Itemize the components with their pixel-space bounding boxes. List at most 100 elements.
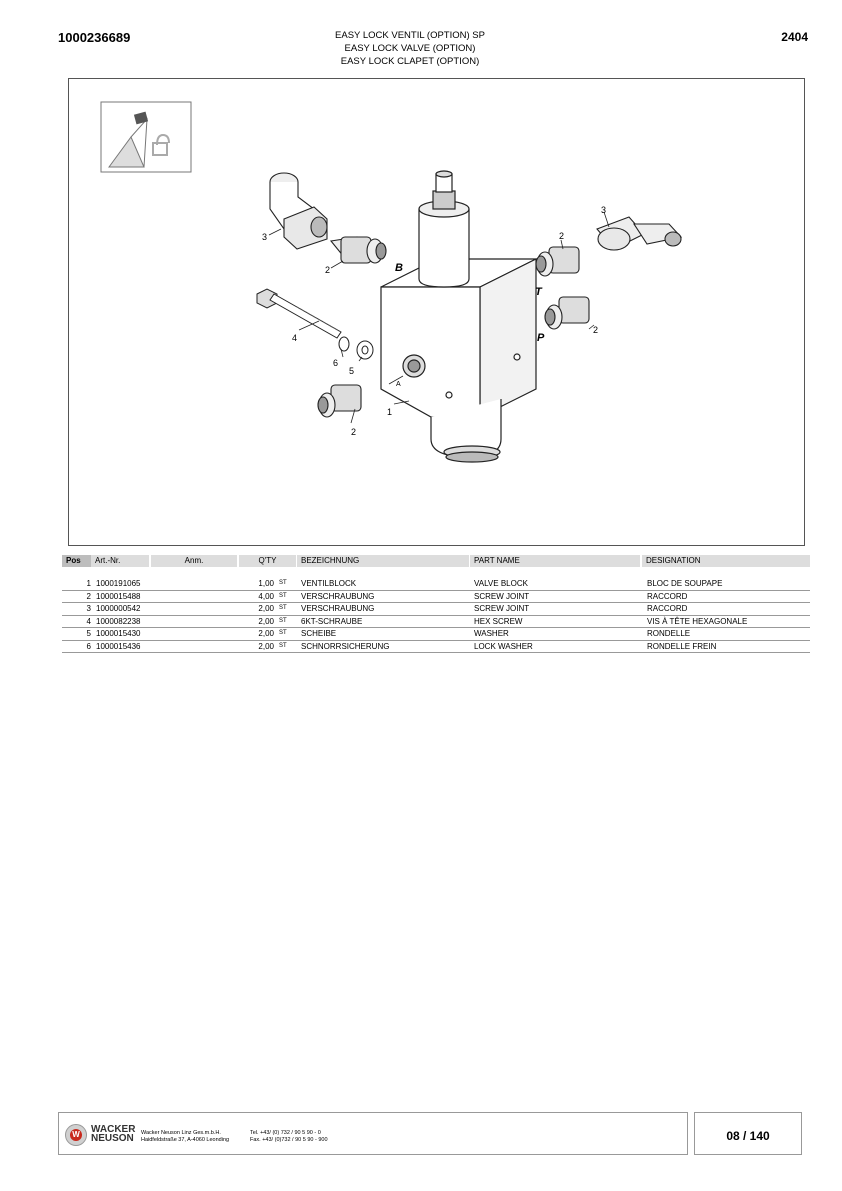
wacker-neuson-logo-icon: W <box>65 1124 87 1146</box>
lock-washer <box>338 336 350 352</box>
diagram-canvas: 3 2 2 3 2 2 4 6 5 1 B T P A <box>100 101 683 463</box>
machine-thumbnail <box>100 101 192 173</box>
screw-joint-right-top <box>535 246 580 277</box>
title-english: EASY LOCK VALVE (OPTION) <box>344 43 476 54</box>
callout-6: 6 <box>333 358 338 368</box>
page-title: EASY LOCK VENTIL (OPTION) SP EASY LOCK V… <box>240 29 580 68</box>
table-row: 2 1000015488 4,00 ST VERSCHRAUBUNG SCREW… <box>62 591 810 603</box>
company-street: Haidfeldstraße 37, A-4060 Leonding <box>141 1137 230 1143</box>
title-german: EASY LOCK VENTIL (OPTION) SP <box>335 30 485 41</box>
table-row: 1 1000191065 1,00 ST VENTILBLOCK VALVE B… <box>62 578 810 591</box>
cell-qty: 1,00 <box>258 579 274 588</box>
exploded-view-diagram: 3 2 2 3 2 2 4 6 5 1 B T P A <box>68 78 805 546</box>
brand-name: WACKER NEUSON <box>91 1124 136 1144</box>
cell-qty: 2,00 <box>258 616 274 626</box>
leader-lines <box>268 211 610 424</box>
footer-page-box: 08 / 140 <box>694 1112 802 1155</box>
cell-qty: 2,00 <box>258 604 274 613</box>
cell-qty: 2,00 <box>258 629 274 638</box>
cell-bezeichnung: SCHNORRSICHERUNG <box>301 641 390 651</box>
cell-art-nr: 1000082238 <box>96 616 141 626</box>
page-number: 08 / 140 <box>726 1129 770 1143</box>
col-part-name: PART NAME <box>470 555 640 567</box>
callout-1: 1 <box>387 407 392 417</box>
cell-unit: ST <box>279 580 287 586</box>
cell-designation: RACCORD <box>647 604 688 613</box>
cell-qty: 2,00 <box>258 641 274 651</box>
cell-unit: ST <box>279 642 287 649</box>
company-contact: Tel. +43/ (0) 732 / 90 5 90 - 0 Fax. +43… <box>250 1130 328 1144</box>
callout-2-right-top: 2 <box>559 231 564 241</box>
screw-joint-left-bottom <box>317 384 362 418</box>
cell-part-name: VALVE BLOCK <box>474 579 528 588</box>
cell-bezeichnung: SCHEIBE <box>301 629 337 638</box>
port-label-t: T <box>535 286 543 298</box>
cell-pos: 4 <box>86 616 91 626</box>
screw-joint-right-bottom <box>544 296 590 330</box>
table-row: 4 1000082238 2,00 ST 6KT-SCHRAUBE HEX SC… <box>62 616 810 628</box>
document-number: 1000236689 <box>58 30 131 45</box>
brand-line-2: NEUSON <box>91 1133 134 1144</box>
cell-designation: BLOC DE SOUPAPE <box>647 579 723 588</box>
cell-bezeichnung: 6KT-SCHRAUBE <box>301 616 363 626</box>
port-label-a: A <box>396 381 401 388</box>
company-address: Wacker Neuson Linz Ges.m.b.H. Haidfeldst… <box>141 1130 229 1144</box>
company-fax: Fax. +43/ (0)732 / 90 5 90 - 900 <box>250 1137 328 1143</box>
cell-art-nr: 1000015430 <box>96 629 141 638</box>
cell-part-name: SCREW JOINT <box>474 591 530 601</box>
callout-2-left-bottom: 2 <box>351 427 356 437</box>
page-id: 2404 <box>781 30 808 44</box>
cell-designation: RONDELLE FREIN <box>647 641 717 651</box>
cell-designation: RONDELLE <box>647 629 691 638</box>
table-row: 3 1000000542 2,00 ST VERSCHRAUBUNG SCREW… <box>62 603 810 616</box>
callout-4: 4 <box>292 333 297 343</box>
callout-2-right-bottom: 2 <box>593 325 598 335</box>
cell-designation: VIS À TÊTE HEXAGONALE <box>647 616 748 626</box>
cell-pos: 1 <box>86 579 91 588</box>
col-pos: Pos <box>62 555 91 567</box>
brand-line-1: WACKER <box>91 1124 136 1135</box>
cell-qty: 4,00 <box>258 591 274 601</box>
cell-part-name: LOCK WASHER <box>474 641 533 651</box>
cell-unit: ST <box>279 630 287 636</box>
col-bezeichnung: BEZEICHNUNG <box>297 555 469 567</box>
cell-pos: 6 <box>86 641 91 651</box>
cell-designation: RACCORD <box>647 591 688 601</box>
cell-art-nr: 1000191065 <box>96 579 141 588</box>
cell-unit: ST <box>279 592 287 599</box>
footer-company-box: W WACKER NEUSON Wacker Neuson Linz Ges.m… <box>58 1112 688 1155</box>
cell-pos: 3 <box>86 604 91 613</box>
callout-3-left: 3 <box>262 232 267 242</box>
col-designation: DESIGNATION <box>642 555 810 567</box>
cell-bezeichnung: VERSCHRAUBUNG <box>301 604 375 613</box>
parts-table-header: Pos Art.-Nr. Anm. Q'TY BEZEICHNUNG PART … <box>62 555 810 567</box>
company-name: Wacker Neuson Linz Ges.m.b.H. <box>141 1130 221 1136</box>
col-qty: Q'TY <box>239 555 296 567</box>
title-french: EASY LOCK CLAPET (OPTION) <box>340 56 480 67</box>
cell-part-name: WASHER <box>474 629 509 638</box>
col-anm: Anm. <box>151 555 237 567</box>
table-row: 6 1000015436 2,00 ST SCHNORRSICHERUNG LO… <box>62 641 810 653</box>
cell-art-nr: 1000000542 <box>96 604 141 613</box>
company-tel: Tel. +43/ (0) 732 / 90 5 90 - 0 <box>250 1130 321 1136</box>
elbow-fitting-left <box>269 172 328 250</box>
cell-unit: ST <box>279 617 287 624</box>
callout-3-right: 3 <box>601 205 606 215</box>
screw-joint-left-top <box>329 236 387 264</box>
elbow-fitting-right <box>596 216 683 251</box>
cell-bezeichnung: VENTILBLOCK <box>301 579 357 588</box>
port-label-p: P <box>537 332 545 344</box>
parts-table-body: 1 1000191065 1,00 ST VENTILBLOCK VALVE B… <box>62 578 810 653</box>
cell-art-nr: 1000015436 <box>96 641 141 651</box>
cell-pos: 5 <box>86 629 91 638</box>
callout-2-left-top: 2 <box>325 265 330 275</box>
cell-part-name: SCREW JOINT <box>474 604 530 613</box>
hex-screw <box>256 288 342 339</box>
valve-block <box>380 170 537 463</box>
cell-pos: 2 <box>86 591 91 601</box>
table-row: 5 1000015430 2,00 ST SCHEIBE WASHER ROND… <box>62 628 810 641</box>
cell-unit: ST <box>279 605 287 611</box>
cell-part-name: HEX SCREW <box>474 616 523 626</box>
callout-5: 5 <box>349 366 354 376</box>
port-label-b: B <box>395 262 403 274</box>
